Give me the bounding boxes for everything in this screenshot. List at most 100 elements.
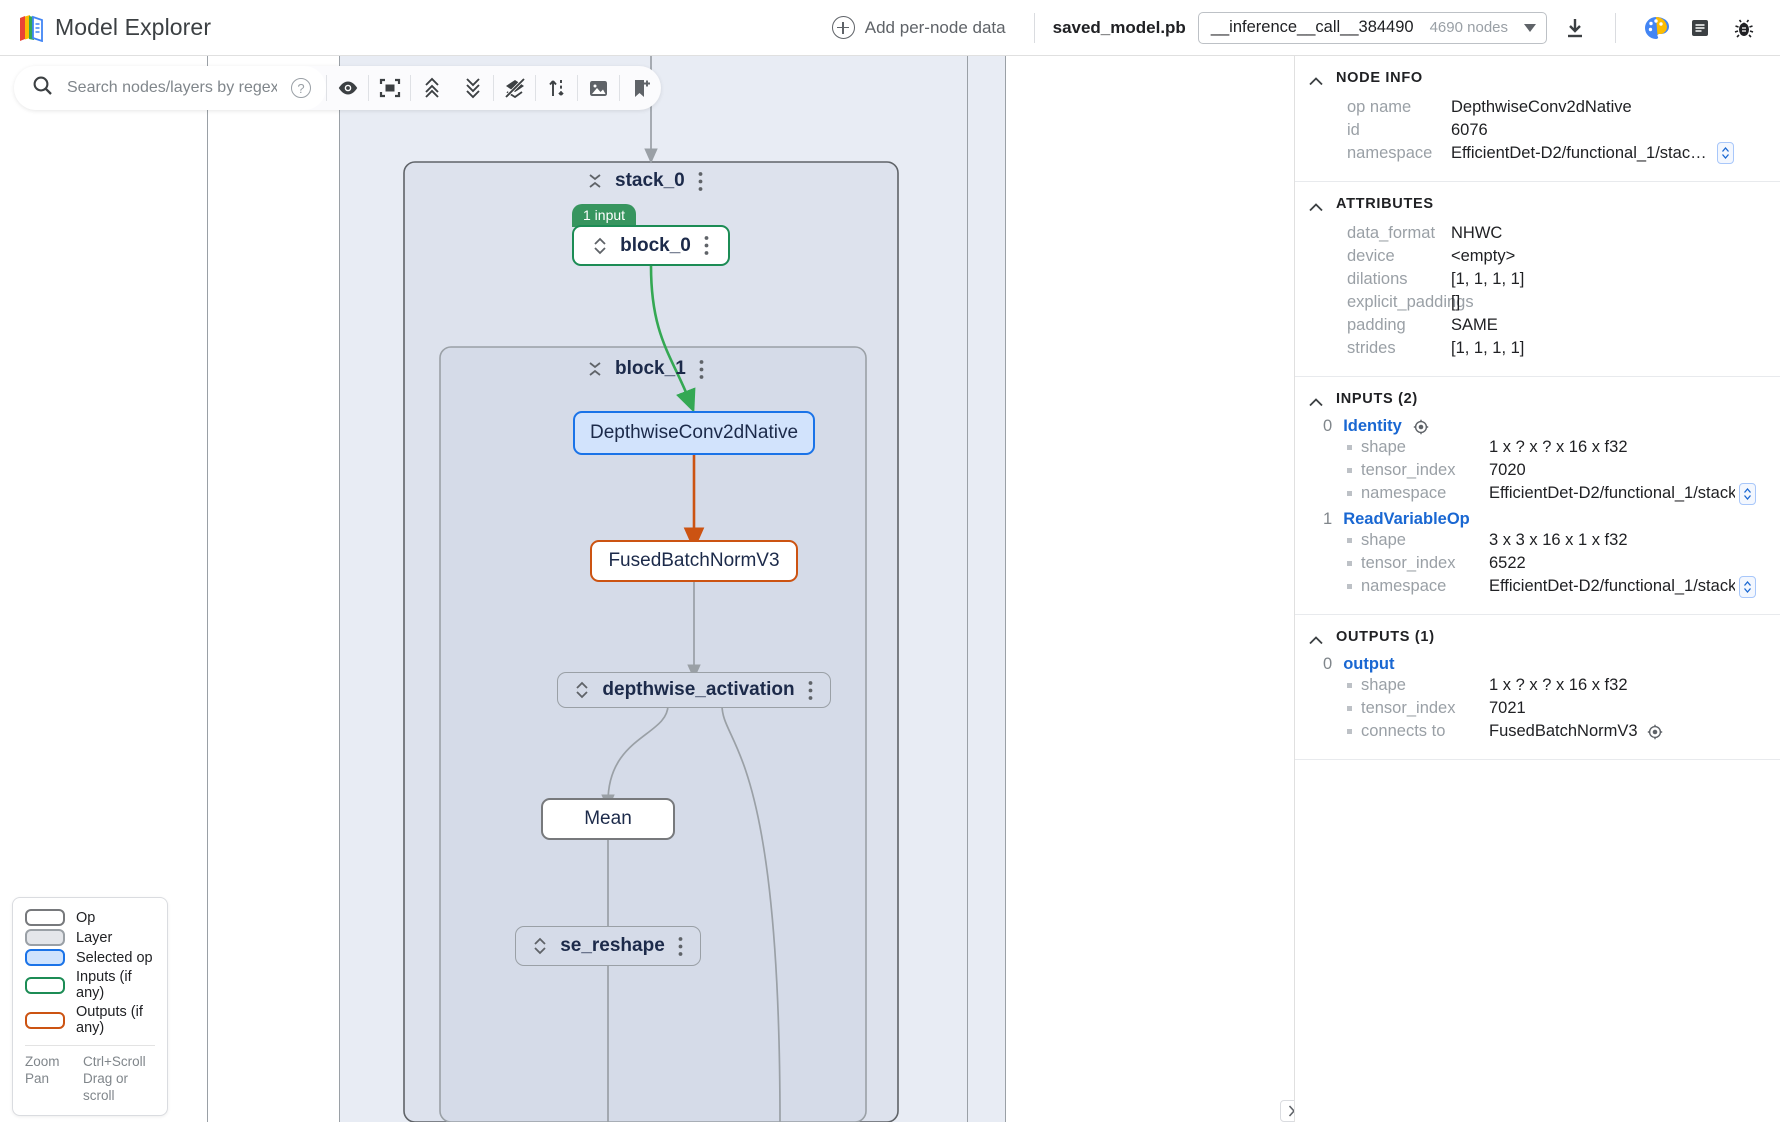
locate-target-icon[interactable] xyxy=(1413,419,1429,435)
bullet-icon xyxy=(1347,468,1352,473)
legend-item-op: Op xyxy=(25,909,155,927)
output-item-output: 0 output shape 1 x ? x ? x 16 x f32 tens… xyxy=(1309,655,1762,743)
app-title: Model Explorer xyxy=(55,14,212,40)
input-item-readvariableop: 1 ReadVariableOp shape 3 x 3 x 16 x 1 x … xyxy=(1309,510,1762,598)
layers-off-icon[interactable] xyxy=(494,66,535,110)
palette-icon[interactable] xyxy=(1634,6,1678,50)
question-mark-icon[interactable]: ? xyxy=(291,78,311,98)
legend-divider xyxy=(25,1045,155,1047)
attribute-value-data-format: NHWC xyxy=(1451,224,1503,242)
graph-node-label-se-reshape: se_reshape xyxy=(560,935,665,956)
graph-node-block-0[interactable]: block_0 xyxy=(572,225,730,266)
attribute-value-dilations: [1, 1, 1, 1] xyxy=(1451,270,1525,288)
graph-node-se-reshape[interactable]: se_reshape xyxy=(515,926,701,966)
search-input[interactable] xyxy=(67,79,277,97)
output-key-tensor-index: tensor_index xyxy=(1361,699,1456,717)
chevron-up-icon[interactable] xyxy=(1309,633,1323,644)
section-header-outputs[interactable]: OUTPUTS (1) xyxy=(1309,629,1762,645)
graph-node-fusedbatchnormv3[interactable]: FusedBatchNormV3 xyxy=(590,540,798,582)
flip-direction-icon[interactable] xyxy=(536,66,577,110)
graph-node-label-block-0: block_0 xyxy=(620,234,691,256)
node-details-panel: NODE INFO op name DepthwiseConv2dNative … xyxy=(1294,56,1780,1122)
model-file-name: saved_model.pb xyxy=(1052,17,1186,37)
section-header-node-info[interactable]: NODE INFO xyxy=(1309,70,1762,86)
node-info-value-op-name: DepthwiseConv2dNative xyxy=(1451,98,1632,116)
chevron-down-icon xyxy=(1524,23,1536,32)
bookmark-add-icon[interactable] xyxy=(620,66,661,110)
bug-icon[interactable] xyxy=(1722,6,1766,50)
graph-node-mean[interactable]: Mean xyxy=(541,798,675,840)
attribute-row-data-format: data_format NHWC xyxy=(1309,222,1762,245)
document-icon[interactable] xyxy=(1678,6,1722,50)
node-info-key-namespace: namespace xyxy=(1347,144,1433,162)
snapshot-image-icon[interactable] xyxy=(578,66,619,110)
attribute-value-padding: SAME xyxy=(1451,316,1498,334)
more-vert-icon[interactable] xyxy=(704,235,709,256)
legend-swatch-layer xyxy=(25,929,65,947)
attribute-key-padding: padding xyxy=(1347,316,1406,334)
section-header-attributes[interactable]: ATTRIBUTES xyxy=(1309,196,1762,212)
toolbar-separator-4 xyxy=(493,75,494,101)
legend-shortcut-pan: Pan Drag or scroll xyxy=(25,1071,155,1105)
legend-swatch-outputs xyxy=(25,1011,65,1029)
add-per-node-data-button[interactable]: Add per-node data xyxy=(822,12,1016,43)
legend-shortcut-pan-action: Pan xyxy=(25,1071,50,1087)
expand-chevrons-icon[interactable] xyxy=(575,680,589,700)
input-item-identity: 0 Identity shape 1 x ? x ? x 16 x f32 te… xyxy=(1309,417,1762,505)
legend-item-layer: Layer xyxy=(25,929,155,947)
graph-selector-dropdown[interactable]: __inference__call__384490 4690 nodes xyxy=(1197,11,1547,44)
input-index-1: 1 xyxy=(1323,510,1333,528)
expand-value-toggle[interactable] xyxy=(1739,482,1756,505)
legend-swatch-op xyxy=(25,909,65,927)
input-row-tensor-index: tensor_index 7020 xyxy=(1309,459,1762,482)
expand-all-icon[interactable] xyxy=(411,66,452,110)
attribute-row-strides: strides [1, 1, 1, 1] xyxy=(1309,337,1762,360)
fit-to-screen-icon[interactable] xyxy=(369,66,410,110)
section-inputs: INPUTS (2) 0 Identity shape 1 x ? x ? x … xyxy=(1295,377,1780,615)
group-title-block-1[interactable]: block_1 xyxy=(588,358,704,380)
section-title-inputs: INPUTS (2) xyxy=(1336,391,1418,407)
output-name-output[interactable]: output xyxy=(1343,655,1395,673)
expand-value-toggle[interactable] xyxy=(1717,142,1734,164)
attribute-row-device: device <empty> xyxy=(1309,245,1762,268)
graph-canvas[interactable]: stack_0 1 input block_0 block_1 xyxy=(0,56,1294,1122)
attribute-key-dilations: dilations xyxy=(1347,270,1408,288)
bullet-icon xyxy=(1347,729,1352,734)
expand-value-toggle[interactable] xyxy=(1739,575,1756,598)
app-brand: Model Explorer xyxy=(0,14,211,42)
output-key-connects-to: connects to xyxy=(1361,722,1446,740)
chevron-up-icon[interactable] xyxy=(1309,200,1323,211)
legend-swatch-inputs xyxy=(25,976,65,994)
node-info-key-op-name: op name xyxy=(1347,98,1412,116)
chevron-up-icon[interactable] xyxy=(1309,74,1323,85)
input-name-identity[interactable]: Identity xyxy=(1343,417,1402,435)
node-info-key-id: id xyxy=(1347,121,1360,139)
output-value-tensor-index: 7021 xyxy=(1489,699,1526,717)
more-vert-icon[interactable] xyxy=(698,171,703,192)
section-title-node-info: NODE INFO xyxy=(1336,70,1423,86)
locate-target-icon[interactable] xyxy=(1647,724,1663,740)
input-header-readvariableop: 1 ReadVariableOp xyxy=(1309,510,1762,529)
expand-chevrons-icon[interactable] xyxy=(533,936,547,956)
visibility-eye-icon[interactable] xyxy=(327,66,368,110)
collapse-chevrons-icon[interactable] xyxy=(588,171,602,191)
collapse-all-icon[interactable] xyxy=(452,66,493,110)
group-title-stack-0[interactable]: stack_0 xyxy=(588,170,703,192)
more-vert-icon[interactable] xyxy=(808,680,813,701)
input-value-namespace: EfficientDet-D2/functional_1/stack_... xyxy=(1489,577,1735,595)
more-vert-icon[interactable] xyxy=(699,359,704,380)
input-name-readvariableop[interactable]: ReadVariableOp xyxy=(1343,510,1470,528)
chevron-up-icon[interactable] xyxy=(1309,395,1323,406)
more-vert-icon[interactable] xyxy=(678,936,683,957)
graph-node-depthwise-activation[interactable]: depthwise_activation xyxy=(557,672,831,708)
expand-chevrons-icon[interactable] xyxy=(593,236,607,256)
bullet-icon xyxy=(1347,561,1352,566)
bullet-icon xyxy=(1347,538,1352,543)
graph-node-depthwiseconv2dnative[interactable]: DepthwiseConv2dNative xyxy=(573,411,815,455)
input-row-namespace: namespace EfficientDet-D2/functional_1/s… xyxy=(1309,575,1762,598)
download-icon[interactable] xyxy=(1553,6,1597,50)
search-box[interactable]: ? xyxy=(14,66,326,110)
attribute-key-data-format: data_format xyxy=(1347,224,1436,242)
section-header-inputs[interactable]: INPUTS (2) xyxy=(1309,391,1762,407)
collapse-chevrons-icon[interactable] xyxy=(588,359,602,379)
